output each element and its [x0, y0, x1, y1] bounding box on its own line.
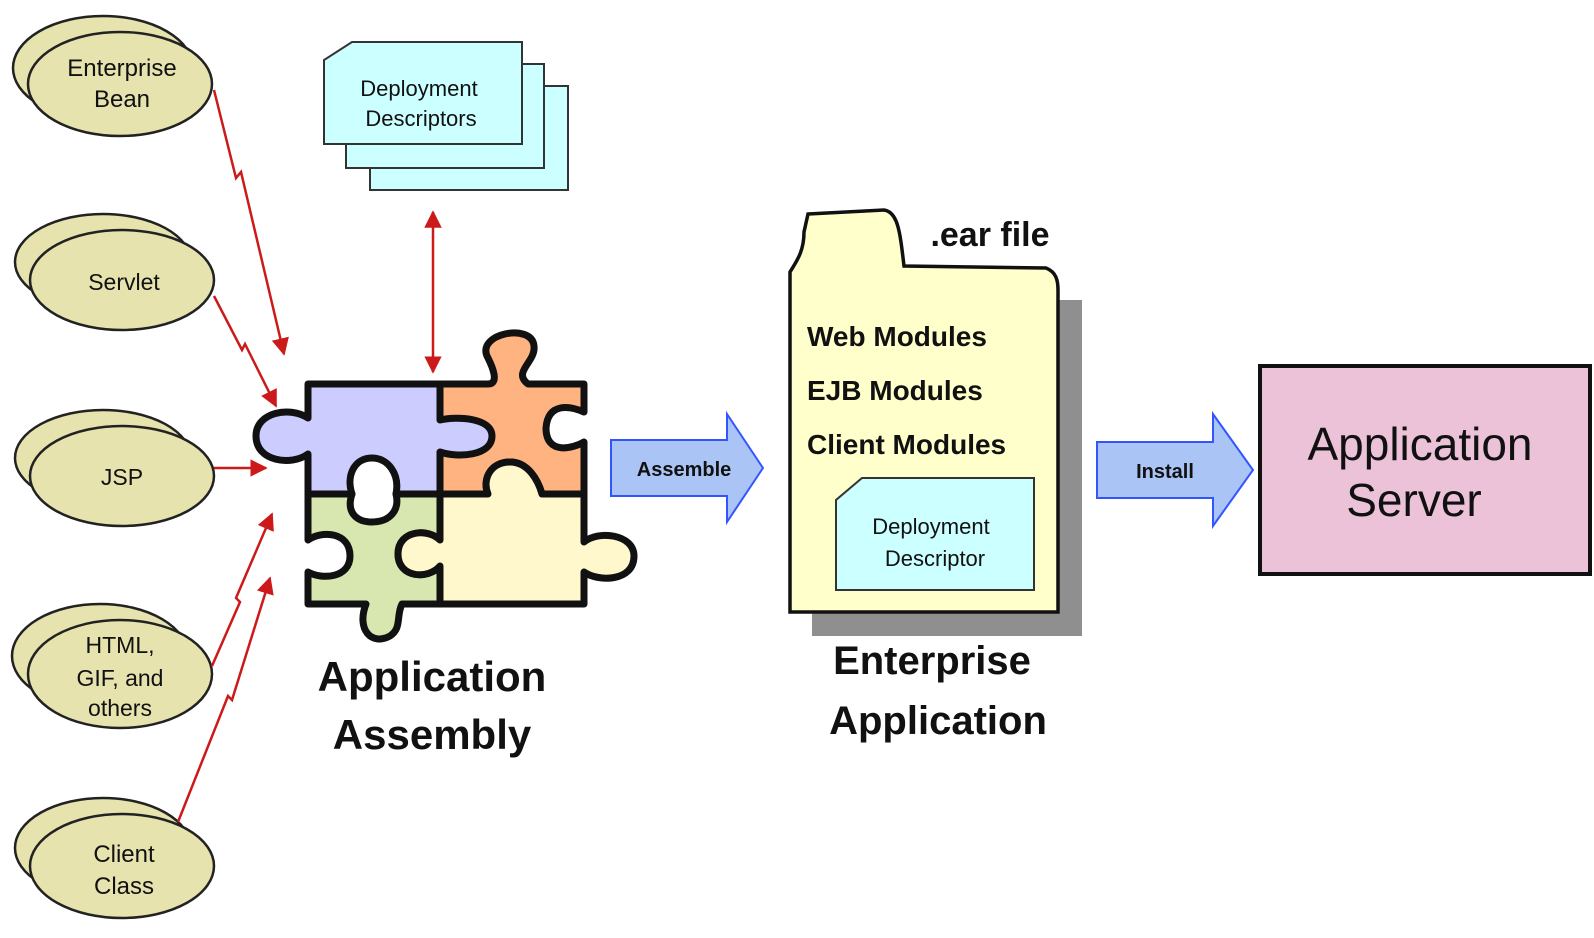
source-jsp: JSP [13, 408, 216, 528]
source-html-gif: HTML, GIF, and others [10, 602, 214, 730]
puzzle-piece-purple [252, 380, 496, 498]
install-arrow-label: Install [1136, 461, 1194, 483]
connector-arrow [212, 295, 278, 408]
connector-arrow [212, 89, 289, 356]
source-label: others [88, 695, 152, 721]
source-label: GIF, and [77, 665, 164, 691]
source-label: Servlet [88, 269, 160, 295]
install-arrow: Install [1096, 410, 1255, 530]
ear-descriptor-label: Deployment [872, 514, 989, 539]
source-label: HTML, [86, 632, 155, 658]
ear-caption: Enterprise [833, 639, 1031, 683]
connector-arrows [176, 89, 442, 823]
connector-arrow [176, 576, 274, 823]
source-client-class: Client Class [13, 796, 216, 920]
server-label: Application [1307, 418, 1532, 470]
descriptors-label: Deployment [360, 76, 477, 101]
puzzle-piece-green [304, 490, 444, 643]
source-label: JSP [101, 464, 143, 490]
source-label: Client [93, 841, 155, 868]
server-label: Server [1346, 474, 1481, 526]
ear-descriptor-label: Descriptor [885, 546, 985, 571]
ear-module-label: Client Modules [807, 429, 1006, 460]
connector-arrow [210, 512, 274, 667]
assembly-caption: Assembly [333, 711, 532, 758]
assemble-arrow: Assemble [610, 410, 765, 526]
puzzle-piece-yellow [394, 458, 638, 608]
source-servlet: Servlet [13, 212, 216, 332]
ear-module-label: EJB Modules [807, 375, 983, 406]
source-label: Class [94, 873, 154, 900]
ear-file-label: .ear file [930, 216, 1049, 254]
ear-caption: Application [829, 699, 1047, 743]
deployment-descriptors: Deployment Descriptors [323, 41, 569, 191]
ear-folder: .ear file Web Modules EJB Modules Client… [788, 208, 1082, 636]
ear-module-label: Web Modules [807, 321, 987, 352]
assembly-caption: Application [318, 653, 547, 700]
descriptors-label: Descriptors [365, 106, 476, 131]
application-server: Application Server [1258, 364, 1592, 576]
assemble-arrow-label: Assemble [637, 459, 732, 481]
source-label: Bean [94, 86, 150, 113]
puzzle-icon [252, 329, 638, 643]
source-enterprise-bean: Enterprise Bean [11, 14, 214, 138]
source-label: Enterprise [67, 55, 176, 82]
